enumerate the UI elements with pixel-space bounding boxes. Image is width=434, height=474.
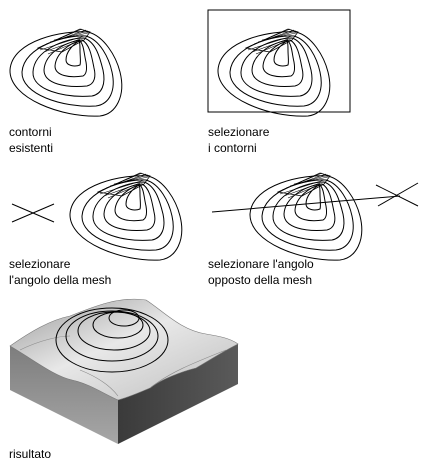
caption-line: esistenti <box>9 141 54 155</box>
caption-line: selezionare <box>9 257 71 271</box>
caption-result: risultato <box>9 446 51 462</box>
mesh-opposite-corner-marker <box>375 182 419 207</box>
caption-line: l'angolo della mesh <box>9 273 112 287</box>
contours-step4 <box>249 172 363 261</box>
caption-select-contours: selezionare i contorni <box>208 124 269 156</box>
caption-select-mesh-corner: selezionare l'angolo della mesh <box>9 256 111 288</box>
caption-line: i contorni <box>208 141 257 155</box>
selection-box <box>207 9 351 113</box>
caption-line: risultato <box>9 447 52 461</box>
mesh-corner-marker <box>11 203 55 223</box>
caption-line: contorni <box>9 125 52 139</box>
existing-contours <box>9 28 123 117</box>
caption-line: selezionare l'angolo <box>208 257 314 271</box>
caption-line: selezionare <box>208 125 270 139</box>
caption-existing-contours: contorni esistenti <box>9 124 53 156</box>
caption-line: opposto della mesh <box>208 273 313 287</box>
selected-contours <box>217 28 331 117</box>
caption-select-opposite-corner: selezionare l'angolo opposto della mesh <box>208 256 314 288</box>
result-mesh <box>9 298 239 444</box>
rubber-band-line <box>211 195 401 213</box>
contours-step3 <box>69 172 183 261</box>
